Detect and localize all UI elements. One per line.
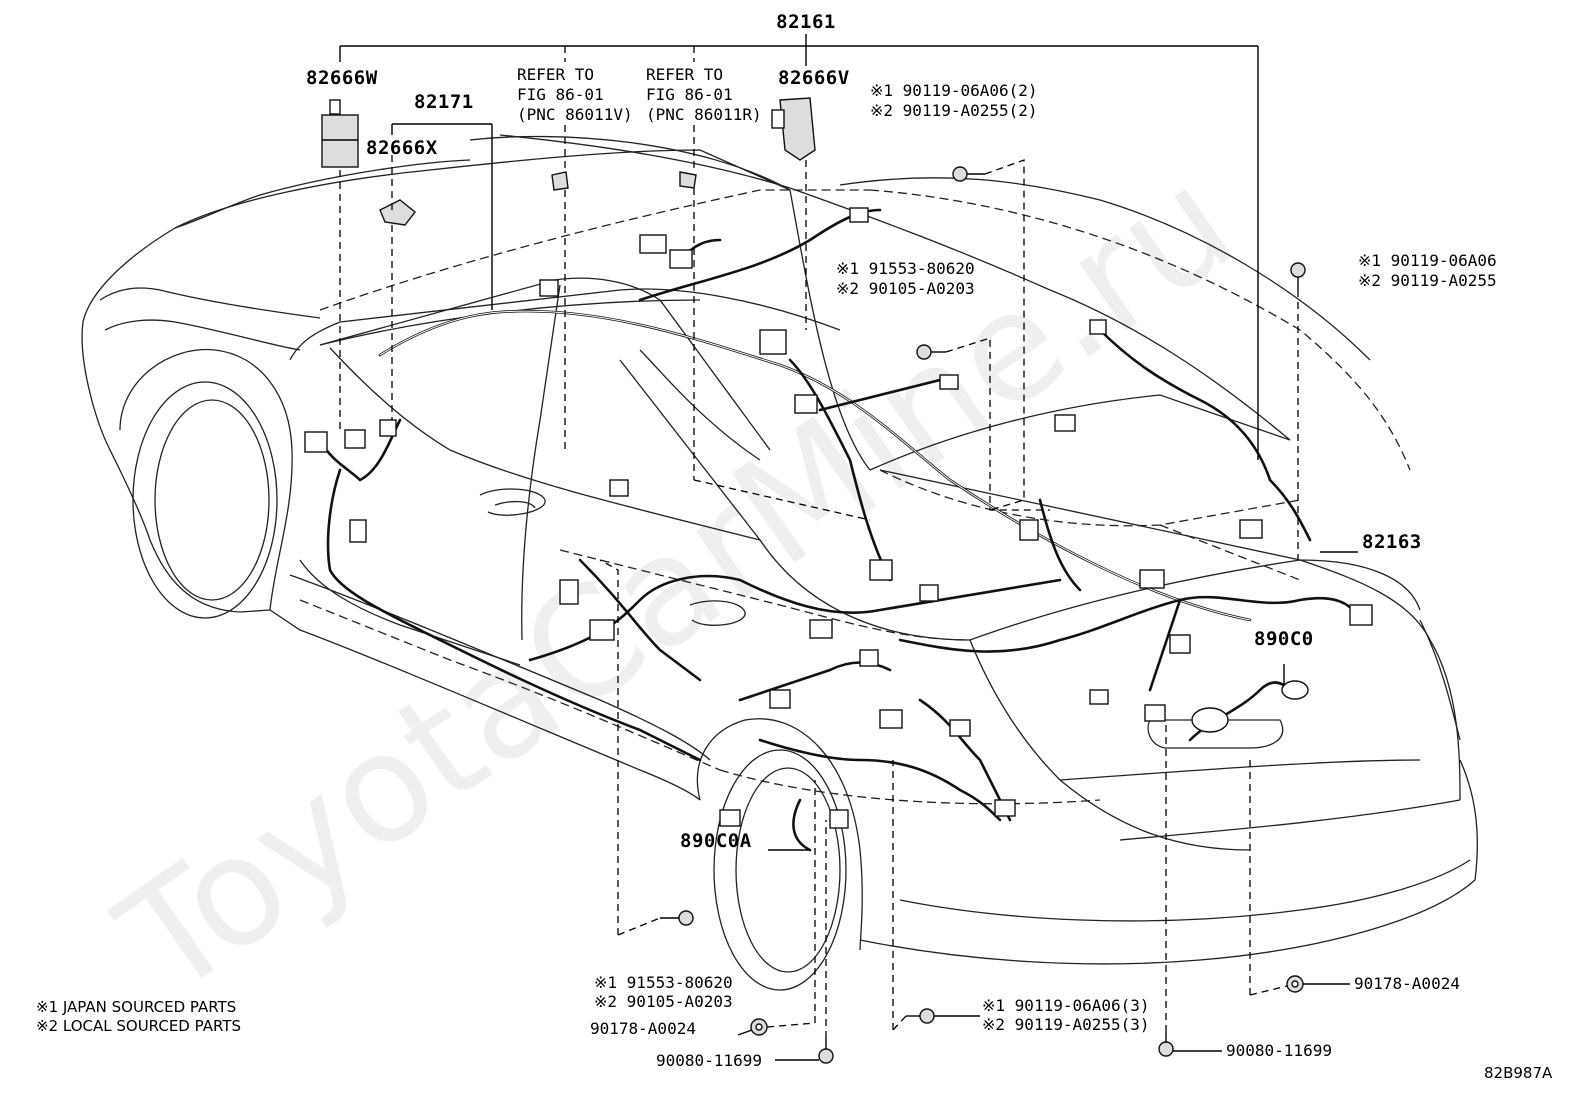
right-bolt-line1: ※1 90119-06A06 [1358,251,1497,270]
leader-lines [339,34,1358,1061]
part-82666W [321,99,359,168]
mid-bolt-line1: ※1 91553-80620 [836,259,975,278]
refer-left-line1: REFER TO [517,65,594,84]
legend: ※1 JAPAN SOURCED PARTS ※2 LOCAL SOURCED … [36,998,241,1035]
refer-right-line2: FIG 86-01 [646,85,733,104]
right-bolt-line2: ※2 90119-A0255 [1358,271,1497,290]
clip-right-label: 90178-A0024 [1354,974,1460,993]
part-82666X [379,199,416,226]
clip-left-label: 90178-A0024 [590,1019,696,1038]
figure-code: 82B987A [1484,1064,1553,1082]
refer-left-line3: (PNC 86011V) [517,105,633,124]
bottom-left-bolt-line2: ※2 90105-A0203 [594,992,733,1011]
bottom-left-bolt-line1: ※1 91553-80620 [594,973,733,992]
label-890C0: 890C0 [1254,628,1314,650]
top-bolt-line1: ※1 90119-06A06(2) [870,81,1038,100]
callout-labels: ※1 90119-06A06(2) ※2 90119-A0255(2) ※1 9… [590,81,1497,1070]
label-82666W: 82666W [306,67,378,89]
refer-labels: REFER TO FIG 86-01 (PNC 86011V) REFER TO… [517,65,762,124]
part-labels: 82161 82666W 82171 82666X 82666V 82163 8… [306,11,1422,852]
refer-left-line2: FIG 86-01 [517,85,604,104]
label-82666V: 82666V [778,67,850,89]
label-890C0A: 890C0A [680,830,752,852]
bottom-mid-bolt-line1: ※1 90119-06A06(3) [982,996,1150,1015]
car-body-outline [81,134,1478,991]
watermark: ToyotaCarMine.ru [90,135,1264,1030]
label-82666X: 82666X [366,137,438,159]
body-reference-dashes [299,189,1411,805]
refer-connectors [551,171,697,191]
screw-right-label: 90080-11699 [1226,1041,1332,1060]
bolt-icons [660,166,1306,1064]
label-82171: 82171 [414,91,474,113]
top-bolt-line2: ※2 90119-A0255(2) [870,101,1038,120]
refer-right-line1: REFER TO [646,65,723,84]
bottom-mid-bolt-line2: ※2 90119-A0255(3) [982,1015,1150,1034]
mid-bolt-line2: ※2 90105-A0203 [836,279,975,298]
legend-line1: ※1 JAPAN SOURCED PARTS [36,998,236,1016]
refer-right-line3: (PNC 86011R) [646,105,762,124]
label-82163: 82163 [1362,531,1422,553]
part-82666V [771,97,816,161]
wire-harness [318,208,1362,852]
harness-connectors [304,207,1373,829]
screw-left-label: 90080-11699 [656,1051,762,1070]
label-82161: 82161 [776,11,836,33]
legend-line2: ※2 LOCAL SOURCED PARTS [36,1017,241,1035]
